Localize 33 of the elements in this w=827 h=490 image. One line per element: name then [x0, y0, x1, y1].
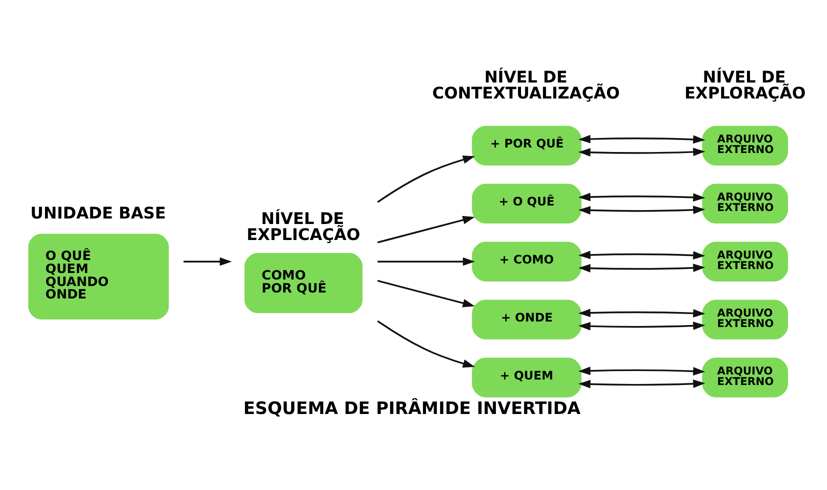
arrow — [578, 263, 706, 272]
arrow — [377, 215, 475, 243]
node-box: ARQUIVO EXTERNO — [702, 241, 788, 281]
node-box: ARQUIVO EXTERNO — [702, 299, 788, 339]
arrow — [377, 279, 475, 307]
arrow — [377, 155, 475, 202]
arrow — [578, 192, 706, 202]
arrow — [184, 256, 232, 266]
arrow — [578, 250, 706, 260]
arrow — [578, 366, 706, 375]
arrow — [578, 134, 706, 144]
node-box: + POR QUÊ — [472, 125, 582, 166]
label: NÍVEL DE EXPLORAÇÃO — [684, 66, 806, 102]
node-box: + QUEM — [472, 357, 582, 397]
arrow — [578, 147, 706, 156]
node-label: UNIDADE BASE — [30, 203, 166, 222]
arrow — [578, 321, 706, 330]
node-box: O QUÊ QUEM QUANDO ONDE — [28, 233, 169, 320]
node-box: ARQUIVO EXTERNO — [702, 125, 788, 166]
node-box: + ONDE — [472, 299, 582, 339]
node-box: ARQUIVO EXTERNO — [702, 357, 788, 397]
arrow — [377, 320, 475, 368]
arrow — [378, 256, 475, 266]
label: NÍVEL DE CONTEXTUALIZAÇÃO — [432, 66, 620, 102]
caption: ESQUEMA DE PIRÂMIDE INVERTIDA — [243, 398, 581, 418]
node-box: + COMO — [472, 241, 582, 281]
arrow — [578, 205, 706, 214]
node-label: NÍVEL DE EXPLICAÇÃO — [246, 208, 360, 244]
node-box: COMO POR QUÊ — [244, 252, 363, 313]
arrow — [578, 379, 706, 388]
arrow — [578, 308, 706, 317]
node-box: ARQUIVO EXTERNO — [702, 183, 788, 223]
node-box: + O QUÊ — [472, 183, 582, 223]
